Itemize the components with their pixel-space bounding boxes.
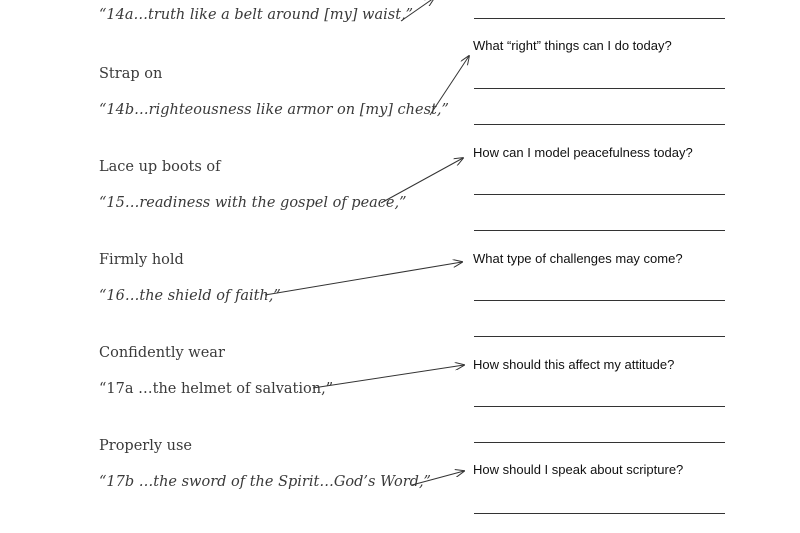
verb-firmly-hold: Firmly hold xyxy=(99,252,184,268)
verse-17b: “17b …the sword of the Spirit…God’s Word… xyxy=(99,474,431,490)
verb-properly-use: Properly use xyxy=(99,438,193,454)
verb-strap-on: Strap on xyxy=(99,66,163,82)
verse-16: “16…the shield of faith,” xyxy=(99,288,281,304)
arrow-17b xyxy=(411,471,464,486)
verse-14a: “14a…truth like a belt around [my] waist… xyxy=(99,7,414,23)
question-scripture: How should I speak about scripture? xyxy=(473,462,684,477)
answer-line[interactable] xyxy=(474,230,725,231)
answer-line[interactable] xyxy=(474,513,725,514)
arrow-14a xyxy=(400,0,434,22)
verb-confidently-wear: Confidently wear xyxy=(99,345,225,361)
question-attitude: How should this affect my attitude? xyxy=(473,357,675,372)
verse-14b: “14b…righteousness like armor on [my] ch… xyxy=(99,102,449,118)
answer-line[interactable] xyxy=(474,406,725,407)
answer-line[interactable] xyxy=(474,88,725,89)
question-peace: How can I model peacefulness today? xyxy=(473,145,693,160)
arrow-14b xyxy=(429,56,469,116)
arrow-16 xyxy=(264,262,462,296)
answer-line[interactable] xyxy=(474,18,725,19)
answer-line[interactable] xyxy=(474,300,725,301)
answer-line[interactable] xyxy=(474,194,725,195)
answer-line[interactable] xyxy=(474,124,725,125)
arrow-15 xyxy=(380,158,463,204)
question-challenges: What type of challenges may come? xyxy=(473,251,683,266)
verse-15: “15…readiness with the gospel of peace,” xyxy=(99,195,407,211)
verb-lace-up: Lace up boots of xyxy=(99,159,221,175)
answer-line[interactable] xyxy=(474,442,725,443)
verse-17a: “17a …the helmet of salvation,” xyxy=(99,381,334,397)
question-righteousness: What “right” things can I do today? xyxy=(473,38,672,53)
answer-line[interactable] xyxy=(474,336,725,337)
arrow-17a xyxy=(312,365,464,389)
